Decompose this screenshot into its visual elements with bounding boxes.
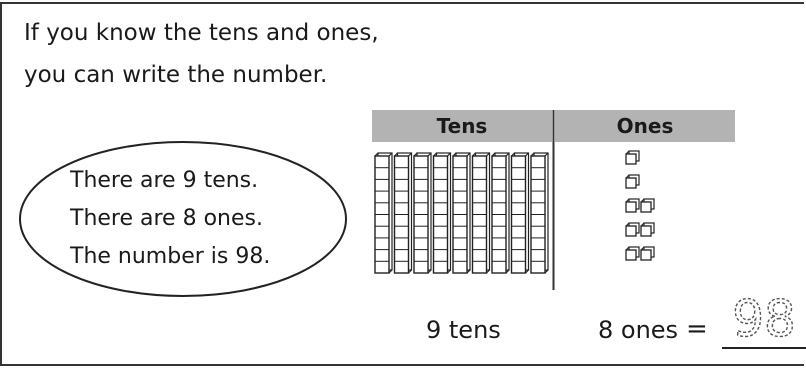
intro-line-1: If you know the tens and ones, (24, 22, 379, 45)
ones-cube (626, 199, 639, 212)
oval-line-number: The number is 98. (70, 246, 270, 268)
oval-line-ones: There are 8 ones. (70, 208, 263, 230)
ones-cube (641, 199, 654, 212)
tens-rod (531, 153, 548, 273)
tens-header: Tens (372, 116, 552, 136)
ones-cube (626, 151, 639, 164)
tens-rod (453, 153, 470, 273)
ones-cube (626, 175, 639, 188)
tens-rod (375, 153, 392, 273)
tens-rod (414, 153, 431, 273)
ones-cube (626, 223, 639, 236)
place-value-chart (372, 110, 742, 300)
intro-line-2: you can write the number. (24, 64, 327, 87)
tens-rod (512, 153, 529, 273)
equals-sign: = (686, 316, 708, 342)
ones-cube (626, 247, 639, 260)
answer-blank: 98 (722, 282, 806, 352)
ones-header: Ones (555, 116, 735, 136)
tens-rods (375, 153, 548, 273)
tens-count-label: 9 tens (426, 318, 501, 342)
ones-cube (641, 223, 654, 236)
tens-rod (473, 153, 490, 273)
answer-number: 98 (732, 290, 796, 348)
ones-cube (641, 247, 654, 260)
tens-rod (434, 153, 451, 273)
ones-cubes (626, 151, 654, 260)
ones-count-label: 8 ones (598, 318, 678, 342)
oval-line-tens: There are 9 tens. (70, 170, 258, 192)
tens-rod (395, 153, 412, 273)
tens-rod (492, 153, 509, 273)
